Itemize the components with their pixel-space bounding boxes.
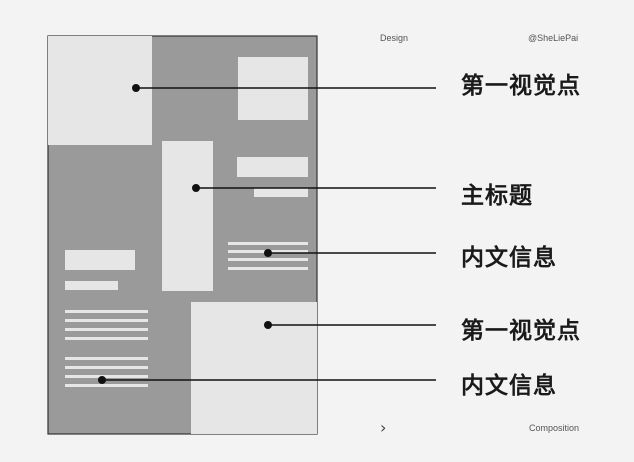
title-block (162, 141, 213, 291)
left-text-lines-1 (65, 310, 148, 340)
callout-first-visual-point-bottom: 第一视觉点 (461, 318, 581, 344)
header-author-label: @SheLiePai (528, 33, 579, 43)
callout-body-text-lower: 内文信息 (461, 373, 557, 399)
left-text-lines-2 (65, 357, 148, 387)
callout-body-text-upper: 内文信息 (461, 245, 557, 271)
callout-first-visual-point-top: 第一视觉点 (461, 73, 581, 99)
footer-composition-label: Composition (529, 423, 580, 433)
next-arrow-icon[interactable]: › (380, 418, 387, 437)
visual-block-bottom (191, 302, 317, 434)
right-subheading-bar (254, 188, 308, 197)
header-design-label: Design (380, 33, 409, 43)
leader-lines (102, 87, 436, 381)
left-heading-bar (65, 250, 135, 270)
callout-main-title: 主标题 (461, 183, 533, 209)
left-subheading-bar (65, 281, 118, 290)
right-heading-bar (237, 157, 308, 177)
leader-dots (98, 84, 272, 384)
